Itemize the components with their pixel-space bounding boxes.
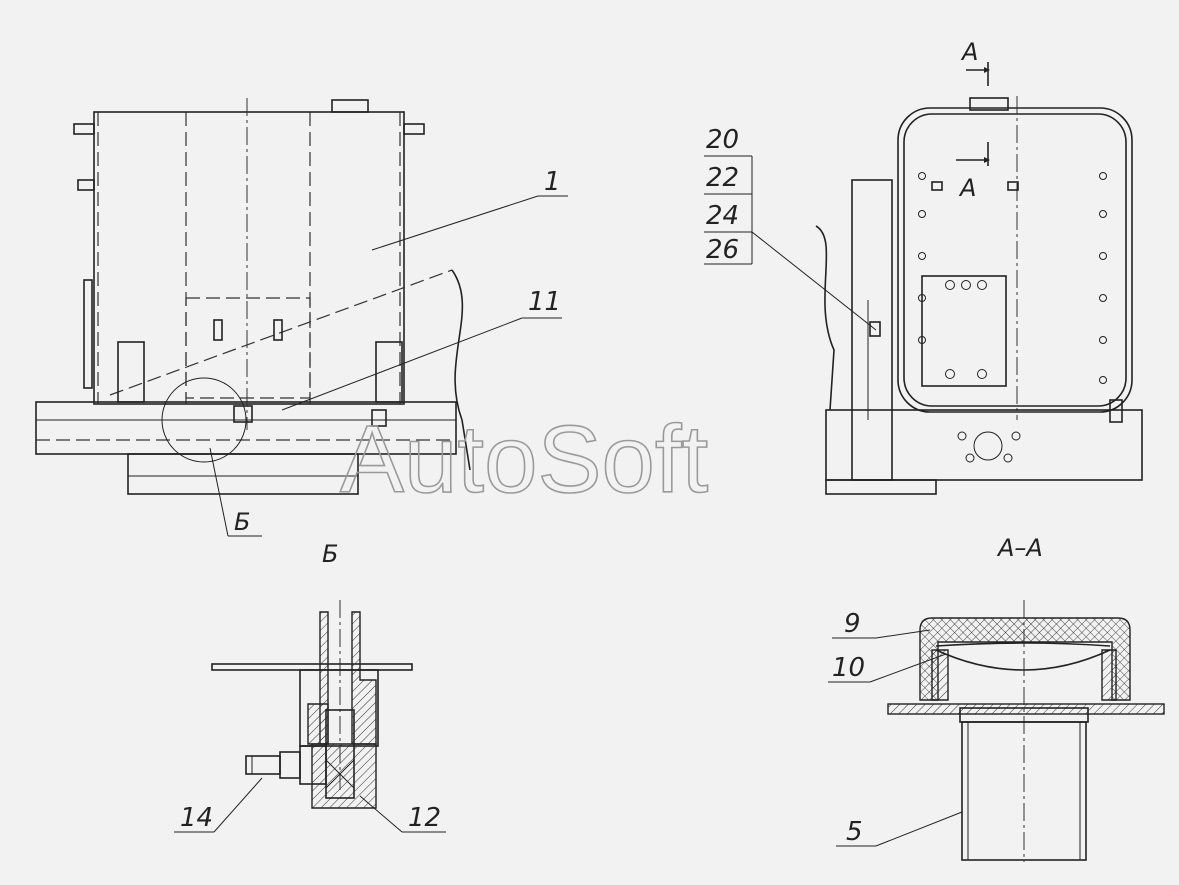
watermark: AutoSoft bbox=[340, 406, 708, 513]
callout-26: 26 bbox=[706, 235, 739, 265]
callout-24: 24 bbox=[706, 201, 739, 231]
tank-front-view bbox=[815, 62, 1143, 495]
callout-11: 11 bbox=[528, 287, 561, 317]
callout-22: 22 bbox=[706, 163, 739, 193]
section-a-a-title: А–А bbox=[996, 534, 1043, 562]
callout-14: 14 bbox=[180, 803, 213, 833]
callout-10: 10 bbox=[832, 653, 865, 683]
callout-5: 5 bbox=[846, 817, 863, 847]
leader-lines bbox=[174, 155, 963, 847]
callout-12: 12 bbox=[408, 803, 441, 833]
view-b-title: Б bbox=[322, 540, 338, 568]
tank-side-view bbox=[35, 98, 471, 495]
section-mark-top: А bbox=[960, 38, 978, 66]
view-b-reference: Б bbox=[234, 508, 250, 536]
section-a-a bbox=[887, 600, 1165, 862]
callout-20: 20 bbox=[706, 125, 739, 155]
section-mark-bottom: А bbox=[958, 174, 976, 202]
callout-1: 1 bbox=[544, 167, 561, 197]
view-b-detail bbox=[211, 600, 413, 809]
callout-9: 9 bbox=[844, 609, 861, 639]
